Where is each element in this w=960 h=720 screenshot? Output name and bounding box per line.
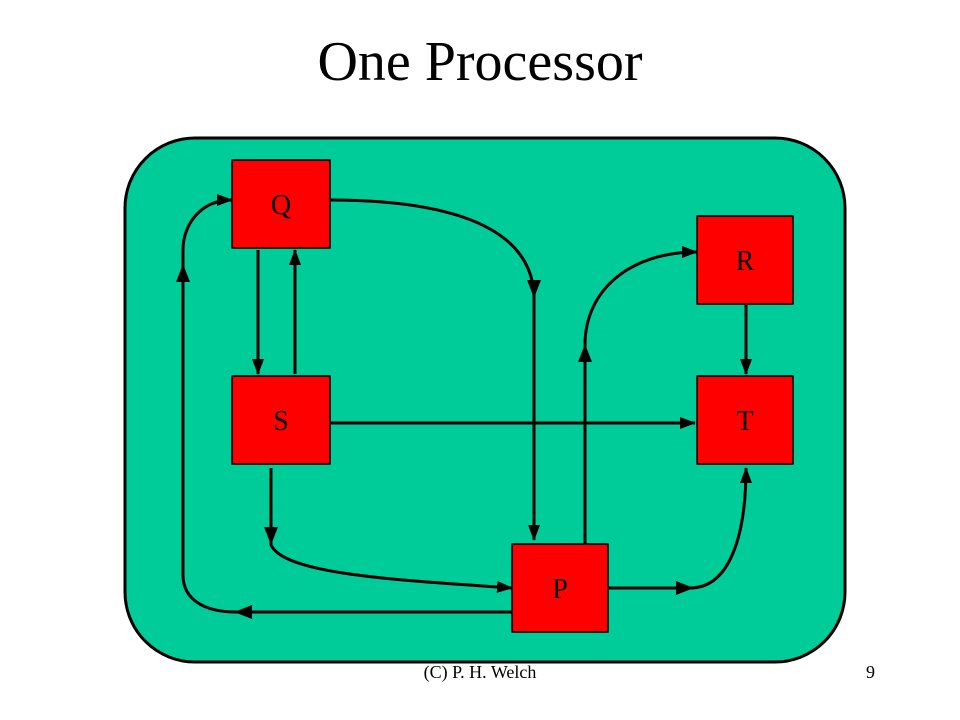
channel-p-to-q (181, 194, 512, 614)
node-t (696, 375, 794, 465)
arrowhead-p-r-mid (578, 344, 592, 362)
node-p-label: P (552, 574, 568, 605)
node-p (511, 543, 609, 633)
processor-boundary (123, 136, 847, 664)
node-s-label: S (273, 406, 289, 437)
page-number: 9 (866, 662, 875, 682)
node-r (696, 215, 794, 305)
node-t-label: T (736, 406, 753, 437)
node-q (231, 159, 331, 249)
node-q-label: Q (271, 190, 291, 221)
arrowhead-p-t-mid (676, 581, 694, 595)
slide-title: One Processor (317, 31, 643, 93)
channel-p-to-r (583, 246, 698, 545)
channel-q-to-p (329, 198, 540, 541)
channel-s-to-p (269, 468, 513, 593)
arrowhead-s-p-mid (264, 527, 278, 545)
node-r-label: R (736, 246, 755, 277)
arrowhead-bottom-loop-left (234, 605, 252, 619)
channel-p-to-t (608, 467, 752, 590)
node-s (231, 375, 331, 465)
footer-copyright: (C) P. H. Welch (423, 662, 537, 682)
arrowhead-left-loop-up (176, 264, 190, 282)
arrowhead-q-p-mid (527, 280, 541, 298)
